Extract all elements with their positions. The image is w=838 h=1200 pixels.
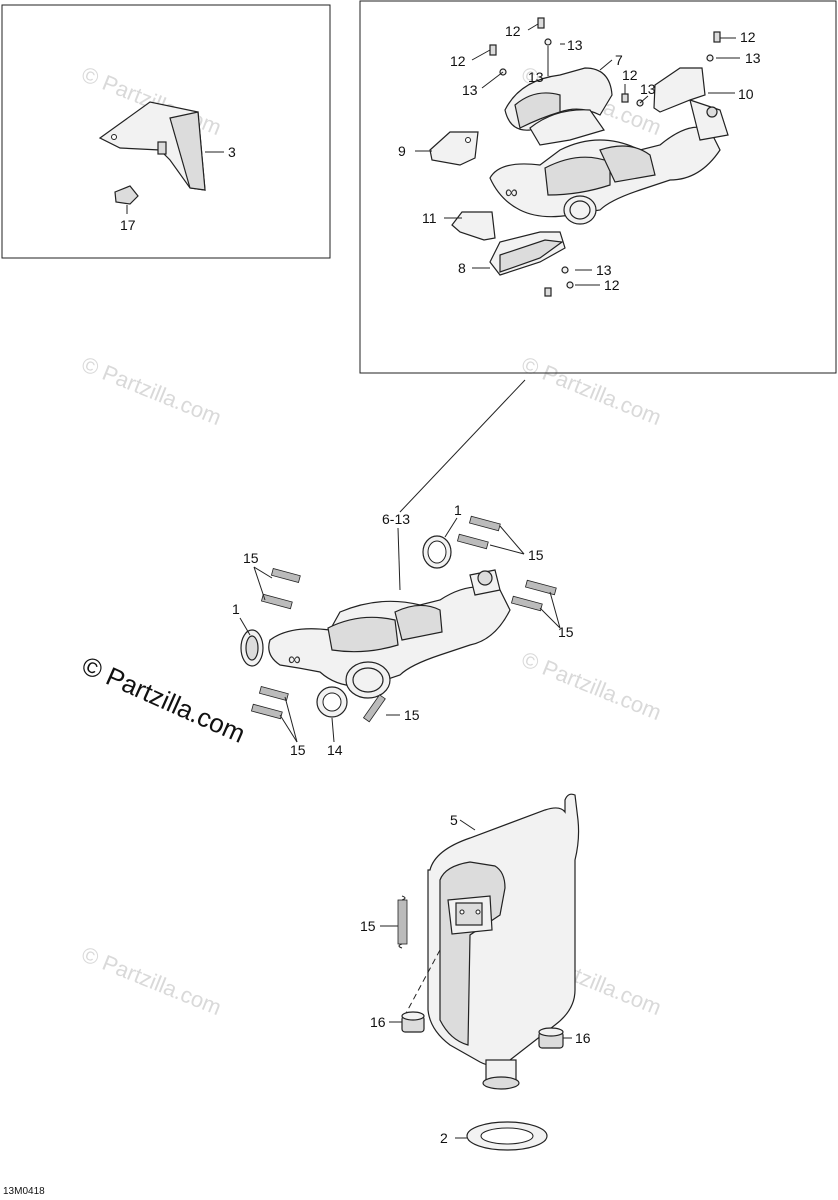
rubber-foot-part-16-a: [401, 1011, 425, 1033]
callout-3: 3: [228, 144, 236, 160]
drawing-code: 13M0418: [3, 1186, 45, 1197]
ring-seal-part-1-a: [240, 629, 264, 667]
callout-15-a: 15: [528, 547, 544, 563]
inset-box-left: [1, 4, 331, 259]
callout-15-e: 15: [290, 742, 306, 758]
exhaust-manifold-assembly: ∞: [489, 99, 729, 225]
callout-17: 17: [120, 217, 136, 233]
callout-13-e: 13: [745, 50, 761, 66]
callout-13-b: 13: [528, 69, 544, 85]
callout-16-b: 16: [575, 1030, 591, 1046]
ring-seal-part-1-b: [422, 535, 452, 569]
callout-12-a: 12: [505, 23, 521, 39]
callout-12-e: 12: [604, 277, 620, 293]
inset-box-right: [359, 0, 837, 374]
spring-part-15-f: [397, 895, 408, 949]
callout-13-f: 13: [596, 262, 612, 278]
gasket-part-14: [316, 686, 348, 718]
callout-8: 8: [458, 260, 466, 276]
callout-15-d: 15: [404, 707, 420, 723]
callout-16-a: 16: [370, 1014, 386, 1030]
callout-15-f: 15: [360, 918, 376, 934]
callout-7: 7: [615, 52, 623, 68]
exhaust-manifold-main: ∞: [268, 569, 511, 699]
svg-text:∞: ∞: [505, 182, 518, 202]
callout-1-a: 1: [232, 601, 240, 617]
callout-11: 11: [422, 210, 437, 226]
callout-13-a: 13: [567, 37, 583, 53]
callout-10: 10: [738, 86, 754, 102]
callout-1-b: 1: [454, 502, 462, 518]
callout-5: 5: [450, 812, 458, 828]
callout-6-13: 6-13: [382, 511, 410, 527]
svg-text:∞: ∞: [288, 649, 301, 669]
watermark-5: © Partzilla.com: [518, 646, 665, 725]
clip-part-17: [114, 185, 139, 205]
gasket-part-2: [466, 1121, 548, 1151]
heat-shield-part-3: [98, 101, 206, 191]
heat-shield-part-10: [653, 67, 706, 113]
spring-set-15: [250, 515, 557, 723]
callout-13-c: 13: [462, 82, 478, 98]
muffler-part-5: [427, 793, 580, 1090]
rubber-foot-part-16-b: [538, 1027, 564, 1049]
watermark-large: © Partzilla.com: [78, 650, 250, 749]
callout-15-c: 15: [558, 624, 574, 640]
callout-12-b: 12: [450, 53, 466, 69]
watermark-6: © Partzilla.com: [78, 941, 225, 1020]
callout-13-d: 13: [640, 81, 656, 97]
callout-14: 14: [327, 742, 343, 758]
plate-part-9: [429, 131, 479, 166]
callout-9: 9: [398, 143, 406, 159]
heat-shield-part-7: [504, 67, 613, 146]
callout-12-d: 12: [740, 29, 756, 45]
watermark-3: © Partzilla.com: [78, 351, 225, 430]
callout-15-b: 15: [243, 550, 259, 566]
watermark-4: © Partzilla.com: [518, 351, 665, 430]
callout-2: 2: [440, 1130, 448, 1146]
bracket-part-11: [451, 211, 496, 241]
callout-12-c: 12: [622, 67, 638, 83]
